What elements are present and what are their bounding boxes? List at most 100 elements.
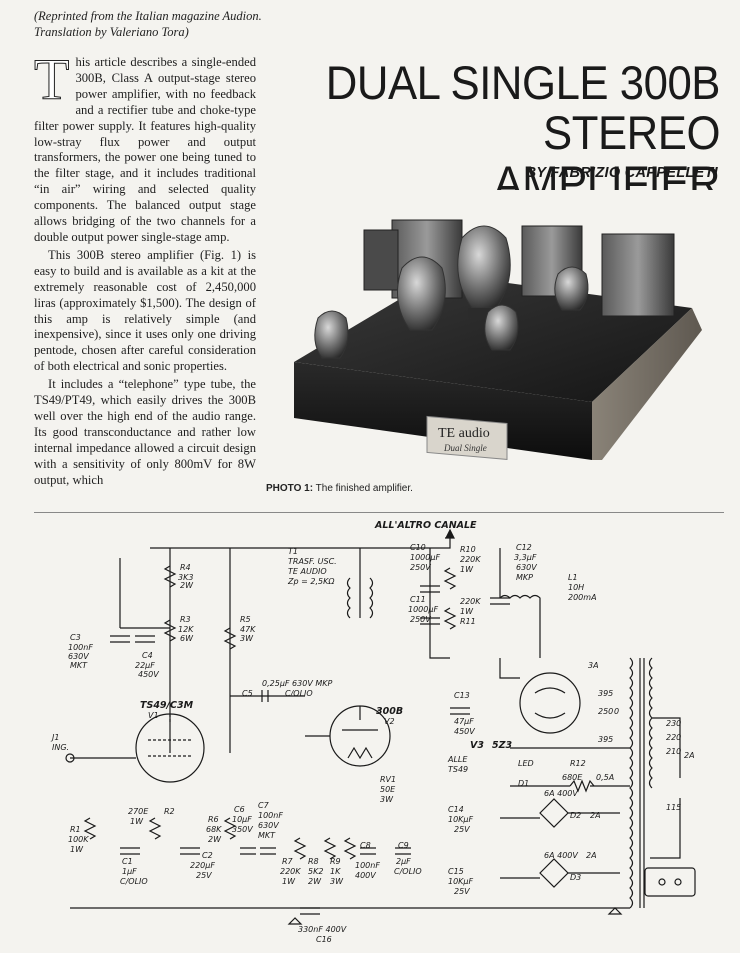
svg-text:330nF 400V: 330nF 400V <box>298 925 347 934</box>
svg-text:250V: 250V <box>410 563 431 572</box>
svg-text:3W: 3W <box>330 877 344 886</box>
svg-text:D2: D2 <box>570 811 581 820</box>
svg-text:1W: 1W <box>70 845 84 854</box>
svg-text:R7: R7 <box>282 857 294 866</box>
svg-text:C10: C10 <box>410 543 426 552</box>
svg-text:25V: 25V <box>454 825 470 834</box>
svg-text:1µF: 1µF <box>122 867 137 876</box>
svg-text:C7: C7 <box>258 801 270 810</box>
svg-text:2A: 2A <box>590 811 601 820</box>
svg-text:TRASF. USC.: TRASF. USC. <box>288 557 337 566</box>
photo-caption: PHOTO 1: The finished amplifier. <box>266 483 413 494</box>
svg-text:R9: R9 <box>330 857 341 866</box>
svg-text:TS49/C3M: TS49/C3M <box>140 700 194 711</box>
svg-text:220µF: 220µF <box>190 861 215 870</box>
svg-text:C3: C3 <box>70 633 81 642</box>
svg-text:100nF: 100nF <box>258 811 283 820</box>
svg-text:C/OLIO: C/OLIO <box>285 689 313 698</box>
svg-text:R12: R12 <box>570 759 586 768</box>
svg-text:210: 210 <box>666 747 681 756</box>
svg-text:MKP: MKP <box>516 573 533 582</box>
svg-text:MKT: MKT <box>258 831 276 840</box>
svg-text:680E: 680E <box>562 773 583 782</box>
svg-text:6W: 6W <box>180 634 194 643</box>
svg-text:R5: R5 <box>240 615 251 624</box>
svg-text:V2: V2 <box>384 717 395 726</box>
svg-text:2µF: 2µF <box>396 857 411 866</box>
svg-text:R10: R10 <box>460 545 476 554</box>
svg-text:C5: C5 <box>242 689 253 698</box>
svg-text:12K: 12K <box>178 625 194 634</box>
svg-text:C/OLIO: C/OLIO <box>394 867 422 876</box>
svg-text:630V: 630V <box>68 652 89 661</box>
svg-text:C6: C6 <box>234 805 245 814</box>
svg-text:2A: 2A <box>586 851 597 860</box>
svg-text:220: 220 <box>666 733 681 742</box>
svg-text:R11: R11 <box>460 617 476 626</box>
svg-text:C1: C1 <box>122 857 133 866</box>
svg-text:50E: 50E <box>380 785 396 794</box>
svg-text:1W: 1W <box>282 877 296 886</box>
svg-text:ALLE: ALLE <box>447 755 468 764</box>
svg-text:3,3µF: 3,3µF <box>514 553 537 562</box>
svg-text:25V: 25V <box>196 871 212 880</box>
svg-text:2W: 2W <box>208 835 222 844</box>
svg-text:1000µF: 1000µF <box>410 553 440 562</box>
svg-text:1K: 1K <box>330 867 341 876</box>
article-title: DUAL SINGLE 300B STEREO AMPLIFIER <box>325 56 721 209</box>
svg-text:Zp = 2,5KΩ: Zp = 2,5KΩ <box>287 577 335 586</box>
svg-text:220K: 220K <box>460 597 481 606</box>
svg-text:5K2: 5K2 <box>308 867 323 876</box>
amplifier-photo: TE audio Dual Single <box>262 190 724 472</box>
svg-text:R3: R3 <box>180 615 191 624</box>
svg-text:C15: C15 <box>448 867 464 876</box>
svg-text:230: 230 <box>666 719 681 728</box>
svg-text:R8: R8 <box>308 857 319 866</box>
svg-text:250V: 250V <box>410 615 431 624</box>
svg-text:270E: 270E <box>128 807 149 816</box>
svg-text:C8: C8 <box>360 841 371 850</box>
svg-text:10µF: 10µF <box>232 815 252 824</box>
drop-cap: T <box>33 47 70 112</box>
svg-text:L1: L1 <box>568 573 578 582</box>
byline: BY FABRIZIO CAPPELLETI <box>525 165 718 181</box>
svg-text:5Z3: 5Z3 <box>492 740 512 751</box>
svg-text:3A: 3A <box>588 661 599 670</box>
svg-text:2A: 2A <box>684 751 695 760</box>
svg-text:C/OLIO: C/OLIO <box>120 877 148 886</box>
svg-text:0: 0 <box>614 707 619 716</box>
svg-text:ING.: ING. <box>52 743 69 752</box>
circuit-schematic: ALL'ALTRO CANALE R4 3K3 2W R3 12K 6W C3 … <box>30 518 730 948</box>
svg-text:LED: LED <box>518 759 534 768</box>
svg-text:2W: 2W <box>180 581 194 590</box>
svg-text:100nF: 100nF <box>355 861 380 870</box>
svg-text:V3: V3 <box>470 740 484 751</box>
section-divider <box>34 512 724 513</box>
svg-text:R4: R4 <box>180 563 191 572</box>
brand-plate-subtext: Dual Single <box>443 443 487 453</box>
svg-text:3W: 3W <box>240 634 254 643</box>
svg-text:1W: 1W <box>460 607 474 616</box>
svg-text:220K: 220K <box>460 555 481 564</box>
reprint-credit: (Reprinted from the Italian magazine Aud… <box>34 9 262 39</box>
svg-text:1W: 1W <box>130 817 144 826</box>
svg-text:J1: J1 <box>50 733 59 742</box>
article-paragraph-3: It includes a “telephone” type tube, the… <box>34 377 256 487</box>
svg-text:D3: D3 <box>570 873 581 882</box>
label-to-other-channel: ALL'ALTRO CANALE <box>374 520 477 531</box>
svg-text:68K: 68K <box>206 825 222 834</box>
svg-text:MKT: MKT <box>70 661 88 670</box>
svg-text:0,5A: 0,5A <box>596 773 614 782</box>
brand-plate-text: TE audio <box>438 426 490 441</box>
svg-text:350V: 350V <box>232 825 253 834</box>
svg-text:C14: C14 <box>448 805 464 814</box>
svg-text:T1: T1 <box>288 547 298 556</box>
svg-text:TS49: TS49 <box>448 765 468 774</box>
svg-text:115: 115 <box>666 803 681 812</box>
svg-text:3K3: 3K3 <box>178 573 193 582</box>
svg-text:100nF: 100nF <box>68 643 93 652</box>
svg-text:1000µF: 1000µF <box>408 605 438 614</box>
svg-text:300B: 300B <box>376 706 403 717</box>
svg-text:220K: 220K <box>280 867 301 876</box>
